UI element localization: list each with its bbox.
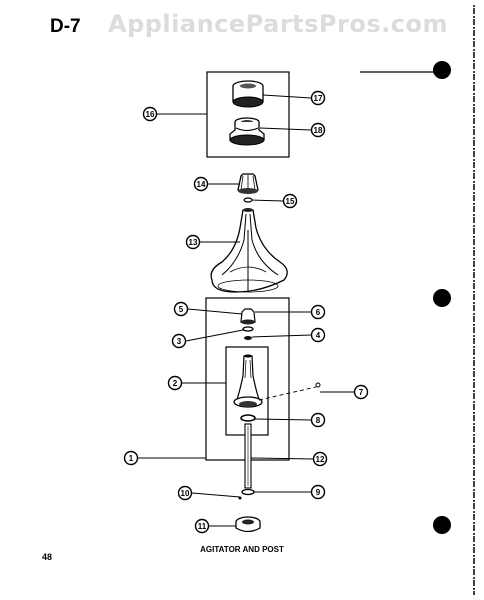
callout-14: 14 xyxy=(193,176,209,192)
callout-18: 18 xyxy=(310,122,326,138)
post-assembly xyxy=(205,297,321,500)
svg-text:11: 11 xyxy=(198,522,207,531)
svg-text:18: 18 xyxy=(314,126,323,135)
callout-16: 16 xyxy=(142,106,158,122)
washer-15 xyxy=(243,197,253,203)
binder-marks xyxy=(360,5,475,595)
callout-3: 3 xyxy=(171,333,187,349)
callout-6: 6 xyxy=(310,304,326,320)
callout-15: 15 xyxy=(282,193,298,209)
seal-part-18 xyxy=(229,117,265,146)
svg-text:4: 4 xyxy=(316,331,321,340)
svg-text:3: 3 xyxy=(177,337,182,346)
page-number: 48 xyxy=(42,552,53,562)
svg-text:5: 5 xyxy=(179,305,184,314)
svg-text:12: 12 xyxy=(316,455,325,464)
callout-17: 17 xyxy=(310,90,326,106)
page-code: D-7 xyxy=(50,16,81,37)
callout-7: 7 xyxy=(353,384,369,400)
punch-hole-middle xyxy=(433,289,451,307)
punch-hole-top xyxy=(433,61,451,79)
svg-text:13: 13 xyxy=(189,238,198,247)
callout-2: 2 xyxy=(167,375,183,391)
svg-text:16: 16 xyxy=(146,110,155,119)
svg-text:1: 1 xyxy=(129,454,134,463)
callout-10: 10 xyxy=(177,485,193,501)
ring-11 xyxy=(235,516,261,533)
punch-hole-bottom xyxy=(433,516,451,534)
svg-text:10: 10 xyxy=(181,489,190,498)
watermark: AppliancePartsPros.com xyxy=(108,10,448,38)
callout-11: 11 xyxy=(194,518,210,534)
agitator-cap-14 xyxy=(237,173,259,194)
svg-text:8: 8 xyxy=(316,416,321,425)
callout-9: 9 xyxy=(310,484,326,500)
svg-text:14: 14 xyxy=(197,180,206,189)
callout-5: 5 xyxy=(173,301,189,317)
callout-13: 13 xyxy=(185,234,201,250)
callout-4: 4 xyxy=(310,327,326,343)
callout-12: 12 xyxy=(312,451,328,467)
seal-kit xyxy=(206,71,290,158)
callouts: 16 17 18 14 15 13 5 6 3 4 2 7 8 1 12 10 … xyxy=(123,90,369,534)
seal-part-17 xyxy=(232,80,264,108)
svg-text:17: 17 xyxy=(314,94,323,103)
svg-text:15: 15 xyxy=(286,197,295,206)
svg-text:9: 9 xyxy=(316,488,321,497)
leader-lines xyxy=(138,94,354,527)
svg-text:6: 6 xyxy=(316,308,321,317)
callout-8: 8 xyxy=(310,412,326,428)
agitator-13 xyxy=(210,208,288,293)
callout-1: 1 xyxy=(123,450,139,466)
svg-text:2: 2 xyxy=(173,379,178,388)
svg-text:7: 7 xyxy=(359,388,364,397)
diagram-caption: AGITATOR AND POST xyxy=(200,545,284,554)
